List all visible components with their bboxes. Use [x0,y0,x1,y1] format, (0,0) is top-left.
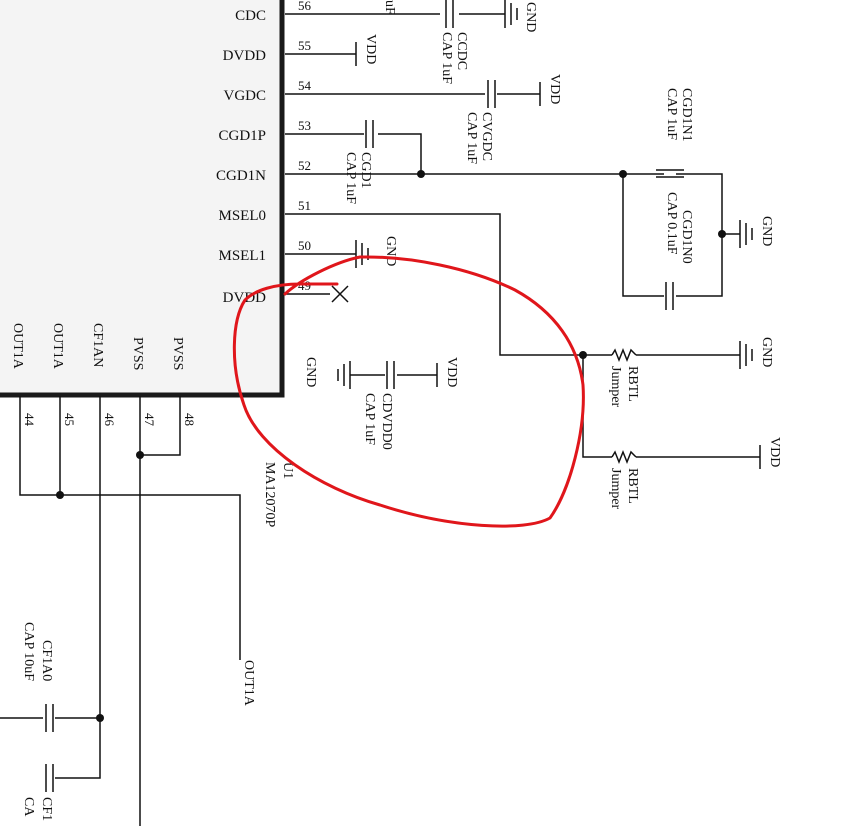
pin-num-50: 50 [298,238,311,253]
cgd1n0-ref: CGD1N0 [679,210,694,264]
pin-label-msel1: MSEL1 [218,248,266,264]
capacitor-icon [45,764,54,792]
resistor-icon [611,449,637,465]
capacitor-icon [365,120,374,148]
ic-right-pin-labels: CDC DVDD VGDC CGD1P CGD1N MSEL0 MSEL1 DV… [216,8,266,306]
junction-dot [619,170,627,178]
junctions [56,170,726,722]
ccdc-ref: CCDC [454,32,469,70]
cdvdd0-ref: CDVDD0 [379,393,394,450]
junction-dot [417,170,425,178]
pin-num-44: 44 [22,413,37,427]
red-annotation [232,255,585,528]
cvgdc-value: CAP 1uF [464,112,479,164]
ic-right-pin-numbers: 56 55 54 53 52 51 50 49 [298,0,312,293]
pin-label-cf1an: CF1AN [90,323,105,367]
cgd1n1-ref: CGD1N1 [679,88,694,142]
net-gnd-label: GND [759,216,774,246]
pin-label-cgd1p: CGD1P [218,128,266,144]
ground-icon [739,220,753,248]
cdvdd0-value: CAP 1uF [362,393,377,445]
junction-dot [718,230,726,238]
cf1a0-value: CAP 10uF [21,622,36,681]
capacitor-icon [487,80,496,108]
pin-num-56: 56 [298,0,312,13]
pin-label-cgd1n: CGD1N [216,168,266,184]
pin-num-54: 54 [298,78,312,93]
cf1-value: CA [21,797,36,817]
pin-label-vgdc: VGDC [223,88,266,104]
ic-bottom-pin-numbers: 44 45 46 47 48 [22,413,197,427]
capacitor-symbols [45,0,684,792]
annotation-ellipse [232,255,585,528]
junction-dot [56,491,64,499]
pin-label-dvdd-55: DVDD [223,48,266,64]
ccdc-value: CAP 1uF [439,32,454,84]
capacitor-icon [386,361,395,389]
ic-bottom-pin-labels: OUT1A OUT1A CF1AN PVSS PVSS [10,323,185,370]
pin-num-45: 45 [62,413,77,426]
rbtl-top-ref: RBTL [625,366,640,402]
ic-body [0,0,285,398]
pin-label-msel0: MSEL0 [218,208,266,224]
capacitor-icon [665,282,674,310]
rbtl-bottom-value: Jumper [608,468,623,510]
junction-dot [579,351,587,359]
cvgdc-ref: CVGDC [479,112,494,161]
cgd1-value: CAP 1uF [343,152,358,204]
cgd1n0-value: CAP 0.1uF [664,192,679,255]
cf1-ref: CF1 [39,797,54,821]
junction-dot [136,451,144,459]
ground-icon [739,341,753,369]
pin-label-pvss-48: PVSS [170,337,185,370]
pin-num-46: 46 [102,413,117,427]
ccdc-partial-value: uF [382,0,397,15]
pin-num-47: 47 [142,413,157,427]
net-out1a-label: OUT1A [241,660,256,707]
pin-label-out1a-44: OUT1A [10,323,25,370]
pin-label-pvss-47: PVSS [130,337,145,370]
capacitor-icon [656,169,684,178]
no-connect-icon [331,285,349,303]
net-gnd-label: GND [303,357,318,387]
pin-num-51: 51 [298,198,311,213]
resistor-symbols [611,347,637,465]
pin-label-out1a-45: OUT1A [50,323,65,370]
net-gnd-label: GND [759,337,774,367]
component-labels: uF CCDC CAP 1uF CVGDC CAP 1uF CGD1 CAP 1… [21,0,782,821]
cgd1-ref: CGD1 [358,152,373,189]
rbtl-bottom-ref: RBTL [625,468,640,504]
junction-dot [96,714,104,722]
net-vdd-label: VDD [767,437,782,467]
resistor-icon [611,347,637,363]
net-gnd-label: GND [523,2,538,32]
pin-num-53: 53 [298,118,311,133]
net-vdd-label: VDD [444,357,459,387]
ground-icon [337,361,351,389]
rbtl-top-value: Jumper [608,366,623,408]
ground-icon [504,0,518,28]
ground-icon [355,240,369,268]
cgd1n1-value: CAP 1uF [664,88,679,140]
net-vdd-label: VDD [363,34,378,64]
gnd-symbols [337,0,753,389]
chip-part-number: MA12070P [262,462,277,528]
pin-num-52: 52 [298,158,311,173]
capacitor-icon [445,0,454,28]
cf1a0-ref: CF1A0 [39,640,54,681]
chip-refdes: U1 [280,462,295,479]
net-gnd-label: GND [383,236,398,266]
vdd-symbols [355,42,761,469]
pin-num-55: 55 [298,38,311,53]
pin-num-48: 48 [182,413,197,426]
net-vdd-label: VDD [547,74,562,104]
capacitor-icon [45,704,54,732]
pin-label-cdc: CDC [235,8,266,24]
